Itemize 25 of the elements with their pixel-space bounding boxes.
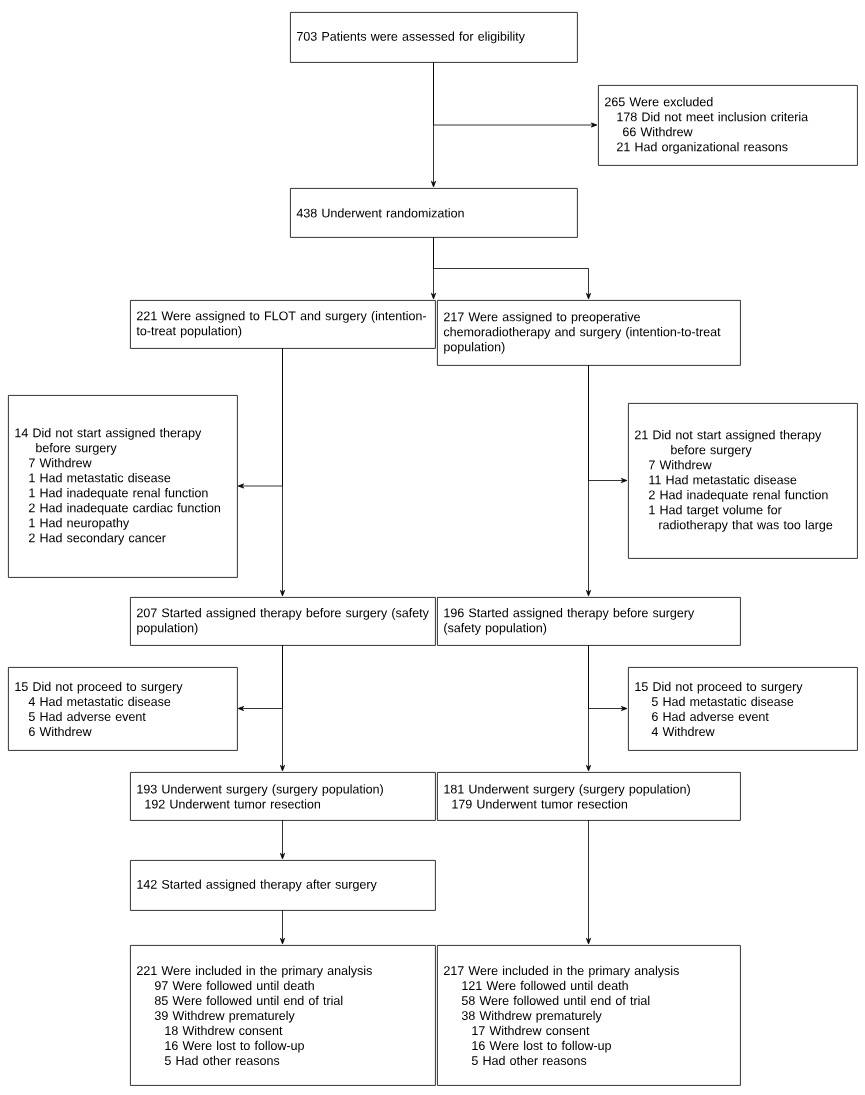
flow-box: 207 Started assigned therapy before surgery (safety population) bbox=[130, 597, 436, 646]
arrow bbox=[586, 819, 591, 945]
arrow bbox=[280, 644, 285, 772]
flow-box: 196 Started assigned therapy before surgery (safety population) bbox=[437, 597, 741, 646]
arrow bbox=[280, 819, 285, 860]
flow-box: 142 Started assigned therapy after surgery bbox=[130, 860, 436, 911]
flow-box: 21 Did not start assigned therapy before surgery 7 Withdrew 11 Had metastatic disease 2 Had inadequate renal function 1 Had target volume for radiotherapy that was too large bbox=[628, 403, 858, 559]
flow-box: 15 Did not proceed to surgery 5 Had metastatic disease 6 Had adverse event 4 Withdrew bbox=[628, 667, 858, 751]
flow-box: 193 Underwent surgery (surgery population) 192 Underwent tumor resection bbox=[130, 772, 436, 821]
arrow bbox=[586, 644, 591, 772]
flow-box: 217 Were assigned to preoperative chemoradiotherapy and surgery (intention-to-treat population) bbox=[437, 300, 741, 366]
flow-box: 15 Did not proceed to surgery 4 Had metastatic disease 5 Had adverse event 6 Withdrew bbox=[8, 667, 238, 751]
flow-box: 221 Were assigned to FLOT and surgery (intention-to-treat population) bbox=[130, 300, 436, 349]
arrow bbox=[280, 909, 285, 945]
flow-box: 438 Underwent randomization bbox=[290, 188, 578, 238]
arrow bbox=[586, 364, 591, 597]
flow-box: 221 Were included in the primary analysis 97 Were followed until death 85 Were followed until end of trial 39 Withdrew prematurely 18 Withdrew consent 16 Were lost to follow-up 5 Had other reasons bbox=[130, 945, 436, 1086]
flow-box: 217 Were included in the primary analysis 121 Were followed until death 58 Were followed until end of trial 38 Withdrew prematurely 17 Withdrew consent 16 Were lost to follow-up 5 Had other reasons bbox=[437, 945, 741, 1086]
arrow bbox=[433, 236, 591, 300]
flow-box: 265 Were excluded 178 Did not meet inclusion criteria 66 Withdrew 21 Had organizational reasons bbox=[598, 85, 858, 166]
arrow bbox=[433, 61, 598, 128]
arrow bbox=[280, 347, 285, 597]
flow-box: 14 Did not start assigned therapy before surgery 7 Withdrew 1 Had metastatic disease 1 Had inadequate renal function 2 Had inadequate cardiac function 1 Had neuropathy 2 Had secondary cancer bbox=[8, 395, 238, 578]
flow-box: 703 Patients were assessed for eligibility bbox=[290, 12, 578, 63]
flow-box: 181 Underwent surgery (surgery population) 179 Underwent tumor resection bbox=[437, 772, 741, 821]
